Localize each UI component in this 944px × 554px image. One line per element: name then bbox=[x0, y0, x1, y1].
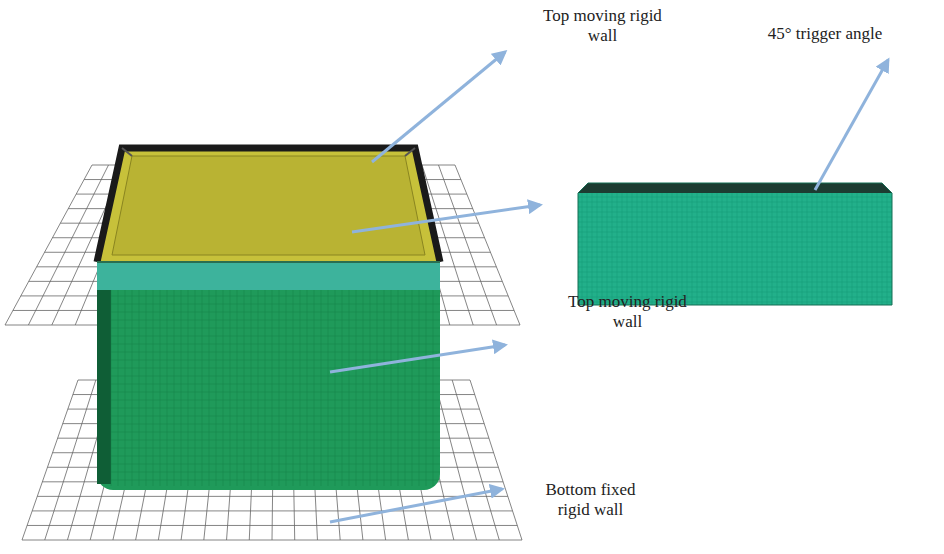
part-label: Top moving rigid wall bbox=[565, 292, 690, 332]
part-label: 45° trigger angle bbox=[745, 24, 905, 44]
trigger-detail bbox=[578, 183, 892, 305]
part-label: Top moving rigid wall bbox=[540, 6, 665, 46]
part-label: Bottom fixed rigid wall bbox=[528, 480, 653, 520]
leader-arrows bbox=[330, 52, 888, 522]
square-tube bbox=[97, 148, 440, 490]
